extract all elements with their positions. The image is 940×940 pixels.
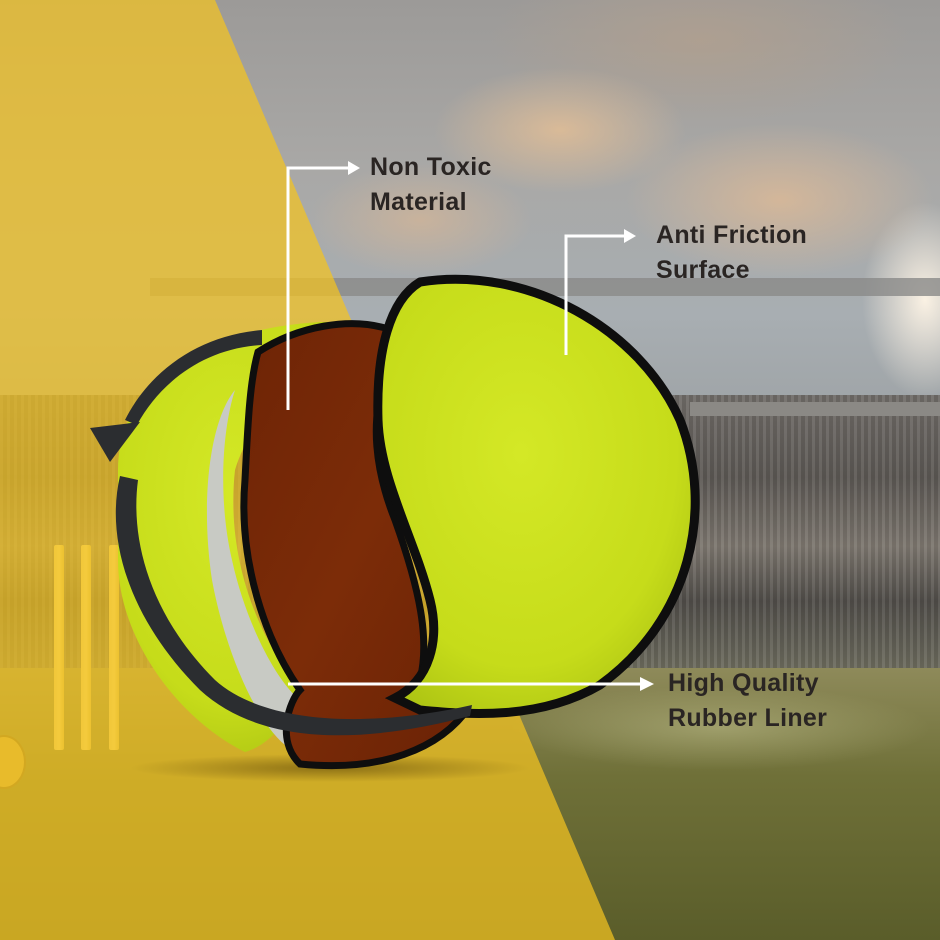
callout-text-line1: Non Toxic [370, 153, 492, 181]
callout-text-line1: High Quality [668, 669, 819, 697]
callout-text-line2: Surface [656, 256, 750, 284]
callout-lines [286, 161, 654, 691]
callout-text-line2: Material [370, 188, 467, 216]
callout-text-line1: Anti Friction [656, 221, 808, 249]
stadium-roof [150, 278, 940, 296]
callout-line-rubber-liner [288, 677, 654, 691]
callout-text-line2: Rubber Liner [668, 704, 828, 732]
callout-non-toxic-material: Non Toxic Material [370, 150, 492, 220]
stadium-roof-right [690, 402, 940, 416]
callout-line-non-toxic [286, 161, 360, 410]
callout-rubber-liner: High Quality Rubber Liner [668, 666, 827, 736]
right-felt-shell [373, 274, 700, 719]
callout-line-anti-friction [564, 229, 636, 355]
curved-rotation-arrow-icon [90, 330, 472, 736]
callout-anti-friction-surface: Anti Friction Surface [656, 218, 807, 288]
